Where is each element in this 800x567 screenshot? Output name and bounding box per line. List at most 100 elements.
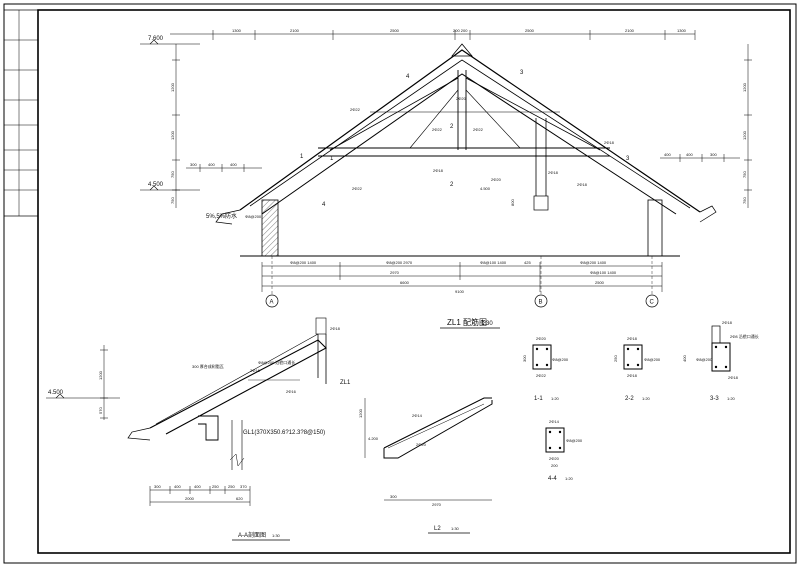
s33-dim: 400 — [682, 355, 687, 362]
l2-label-1: 2Φ14 — [412, 413, 423, 418]
section-mark-3b: 3 — [626, 156, 630, 162]
outer-border — [3, 3, 797, 564]
axis-label-a: A — [270, 300, 274, 306]
s11-name: 1-1 — [534, 396, 543, 402]
bottom-dim-6: Φ8@200 1400 — [580, 260, 607, 265]
aa-bdim-3: 400 — [194, 484, 201, 489]
s22-name: 2-2 — [625, 396, 634, 402]
top-dim-2: 2100 — [290, 28, 300, 33]
aa-bdim-5: 250 — [228, 484, 235, 489]
s11-bottom: 2Φ22 — [536, 373, 547, 378]
main-section-title: ZL1 配筋图 — [447, 317, 487, 327]
s22-scale: 1:20 — [642, 396, 651, 401]
rebar-label-2: 2Φ22 — [432, 127, 443, 132]
axis-bubble-b — [534, 294, 548, 308]
top-dim-3: 2500 — [390, 28, 400, 33]
main-roof-section: 1300 2100 2500 200 200 2500 2100 1300 7.… — [140, 28, 752, 329]
bottom-dim-5: 425 — [524, 260, 531, 265]
l2-label-6: 2970 — [432, 502, 442, 507]
left-note: 5%,5%防水 — [206, 212, 237, 220]
overall-dim-1: 6600 — [400, 280, 410, 285]
axis-label-b: B — [539, 300, 543, 306]
s44-dim: 200 — [551, 463, 558, 468]
s44-name: 4-4 — [548, 476, 557, 482]
section-mark-2a: 2 — [450, 124, 454, 130]
section-mark-4b: 4 — [322, 202, 326, 208]
aa-bdim-4: 250 — [212, 484, 219, 489]
rebar-label-11: Φ8@200 — [245, 214, 262, 219]
elevation-4500: 4.500 — [148, 182, 164, 188]
s22-top: 2Φ18 — [627, 336, 638, 341]
aa-bdim-2: 400 — [174, 484, 181, 489]
rebar-label-9: 2Φ20 — [456, 96, 467, 101]
aa-vdim-1: 1200 — [98, 370, 103, 380]
s22-dim: 250 — [613, 355, 618, 362]
s11-stirrup: Φ8@200 — [552, 357, 569, 362]
l2-label-4: 300 — [390, 494, 397, 499]
aa-elevation: 4.500 — [48, 390, 64, 396]
left-vdim-4: 750 — [170, 197, 175, 204]
left-hdim-3: 400 — [230, 162, 237, 167]
elevation-7600: 7.600 — [148, 36, 164, 42]
section-mark-2b: 2 — [450, 182, 454, 188]
top-dim-1: 1300 — [232, 28, 242, 33]
bottom-dim-2: Φ8@200 2970 — [386, 260, 413, 265]
left-hdim-1: 300 — [190, 162, 197, 167]
l2-title: L2 — [434, 526, 441, 532]
bottom-dim-3: Φ8@100 1400 — [480, 260, 507, 265]
main-section-scale: 1:30 — [481, 321, 493, 327]
aa-overall-1: 2000 — [185, 496, 195, 501]
top-dim-6: 2100 — [625, 28, 635, 33]
l2-label-3: 4.200 — [368, 436, 379, 441]
small-section-4-4: 2Φ14 2Φ20 Φ8@200 200 4-4 1:20 — [545, 419, 583, 482]
title-block — [3, 9, 39, 217]
s11-dim: 300 — [522, 355, 527, 362]
s11-top: 2Φ20 — [536, 336, 547, 341]
axis-label-c: C — [650, 300, 655, 306]
left-hdim-2: 400 — [208, 162, 215, 167]
rebar-label-1: 2Φ22 — [350, 107, 361, 112]
right-vdim-1: 1200 — [742, 82, 747, 92]
s33-scale: 1:20 — [727, 396, 736, 401]
s44-stirrup: Φ8@200 — [566, 438, 583, 443]
s33-bottom: 2Φ18 — [728, 375, 739, 380]
l2-label-5: 1200 — [358, 408, 363, 418]
axis-bubble-a — [265, 294, 279, 308]
bottom-dim-4: 2970 — [390, 270, 400, 275]
top-dim-5: 2500 — [525, 28, 535, 33]
axis-bubble-c — [645, 294, 659, 308]
l2-label-2: 2Φ20 — [416, 442, 427, 447]
s33-top: 2Φ18 — [722, 320, 733, 325]
section-mark-1a: 1 — [300, 154, 304, 160]
s33-stirrup: Φ8@200 — [696, 357, 713, 362]
top-dim-4: 200 200 — [453, 28, 468, 33]
s33-name: 3-3 — [710, 396, 719, 402]
rebar-label-6: 2Φ18 — [577, 182, 588, 187]
left-vdim-2: 1200 — [170, 130, 175, 140]
right-vdim-2: 1200 — [742, 130, 747, 140]
top-dim-7: 1300 — [677, 28, 687, 33]
rebar-label-7: 2Φ18 — [604, 140, 615, 145]
s44-bottom: 2Φ20 — [549, 456, 560, 461]
rebar-label-4: 2Φ22 — [352, 186, 363, 191]
right-vdim-4: 750 — [742, 197, 747, 204]
right-hdim-3: 300 — [710, 152, 717, 157]
rebar-label-10: 2Φ20 — [491, 177, 502, 182]
bottom-dim-1: Φ8@200 1400 — [290, 260, 317, 265]
section-aa: 4.500 1200 570 300 厚合成树脂瓦 Φ8@200 沿檐口通长 Z… — [46, 317, 351, 541]
overall-dim-3: 9100 — [455, 289, 465, 294]
aa-label-7: 2Φ18 — [330, 326, 341, 331]
l2-scale: 1:30 — [451, 526, 460, 531]
left-vdim-1: 1200 — [170, 82, 175, 92]
elev-mid: 4.500 — [480, 186, 491, 191]
aa-scale: 1:30 — [272, 533, 281, 538]
right-hdim-1: 400 — [664, 152, 671, 157]
aa-label-gl1: GL1(370X350.6?12.3?8@150) — [243, 430, 325, 436]
s44-top: 2Φ14 — [549, 419, 560, 424]
aa-bdim-1: 300 — [154, 484, 161, 489]
inner-border — [37, 9, 791, 554]
aa-bdim-6: 370 — [240, 484, 247, 489]
rebar-label-5: 2Φ18 — [433, 168, 444, 173]
aa-label-2: Φ8@200 沿檐口通长 — [258, 359, 295, 365]
